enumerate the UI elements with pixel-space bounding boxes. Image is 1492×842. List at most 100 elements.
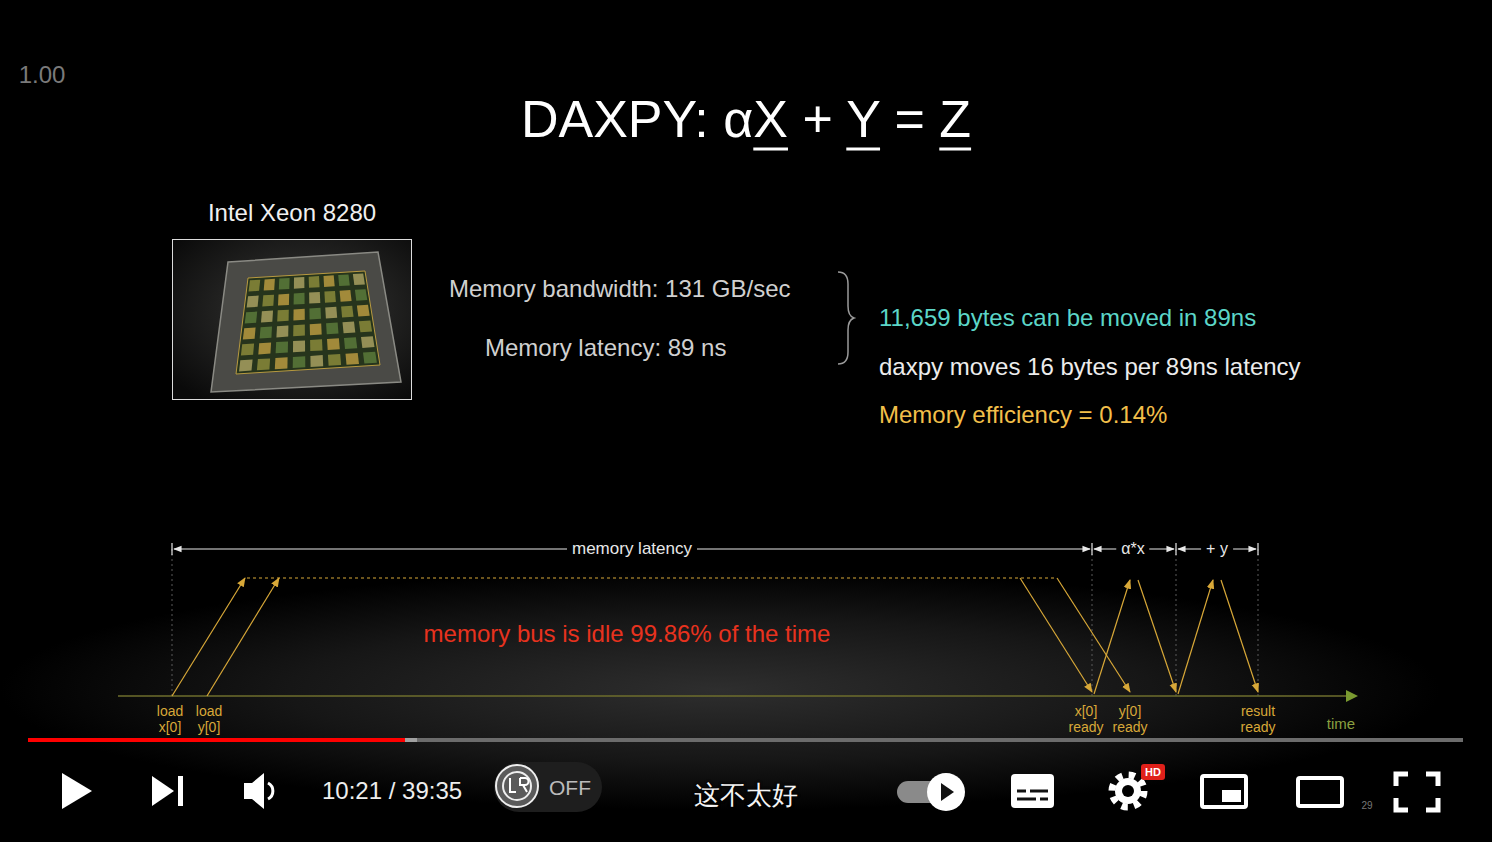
cpu-illustration: [328, 354, 341, 366]
highlight-note: memory bus is idle 99.86% of the time: [424, 620, 831, 648]
dimension-lines: [172, 543, 1258, 555]
cpu-illustration: [344, 337, 357, 349]
dimension-lines: [171, 543, 172, 555]
cpu-illustration: [236, 271, 380, 374]
slide-number: 29: [1361, 800, 1372, 812]
cpu-illustration: [359, 321, 372, 333]
time-axis: [118, 690, 1358, 702]
cpu-illustration: [276, 341, 288, 353]
subtitles-icon: [1011, 774, 1054, 808]
cpu-image-box: Intel Xeon 8280: [172, 239, 412, 400]
cpu-illustration: [249, 280, 261, 292]
cpu-illustration: [277, 310, 289, 322]
progress-bar: [405, 738, 417, 742]
timeline-guides: [172, 549, 173, 696]
memory-transfer-arrows: [1020, 578, 1092, 692]
extension-icon: [496, 765, 538, 807]
memory-transfer-arrows: [207, 578, 279, 696]
event-label: y[0] ready: [1112, 703, 1147, 735]
cpu-illustration: [327, 338, 340, 350]
timeline-guides: [1092, 549, 1093, 696]
axis-label: time: [1327, 715, 1355, 732]
subtitles-icon: [1017, 798, 1036, 801]
cpu-illustration: [293, 309, 304, 321]
extension-icon: [503, 772, 531, 800]
cpu-illustration: [326, 323, 338, 335]
subtitle: 这不太好: [694, 781, 798, 811]
cpu-illustration: [211, 252, 401, 392]
cpu-illustration: [257, 358, 270, 370]
memory-transfer-arrows: [172, 578, 245, 696]
event-label: x[0] ready: [1068, 703, 1103, 735]
memory-transfer-arrows: [1094, 580, 1130, 694]
memory-transfer-arrows: [247, 578, 1057, 579]
settings-icon: [1112, 775, 1144, 807]
event-label: load x[0]: [157, 703, 183, 735]
cpu-illustration: [309, 292, 320, 304]
title-underline: [753, 149, 971, 150]
cpu-illustration: [309, 276, 320, 288]
cpu-illustration: [247, 296, 259, 308]
player-controls: [62, 762, 1438, 812]
memory-transfer-arrows: [172, 578, 1258, 696]
cpu-illustration: [363, 352, 377, 364]
extension-icon: [510, 778, 529, 792]
next-icon: [152, 776, 174, 806]
autoplay-toggle: [927, 773, 965, 811]
subtitles-icon: [1017, 790, 1026, 793]
cpu-illustration: [262, 295, 274, 307]
cpu-illustration: [293, 325, 305, 337]
extension-pill: [494, 762, 602, 812]
timeline-guides: [1258, 549, 1259, 696]
memory-transfer-arrows: [1138, 580, 1176, 692]
dimension-lines: [1175, 543, 1176, 555]
cpu-illustration: [338, 274, 350, 286]
cpu-illustration: [346, 353, 360, 365]
result-text: 11,659 bytes can be moved in 89ns: [879, 304, 1256, 332]
cpu-illustration: [324, 275, 335, 287]
spec-text: Memory bandwidth: 131 GB/sec: [449, 275, 791, 303]
subtitles-icon: [1030, 790, 1048, 793]
cpu-illustration: [324, 291, 336, 303]
hd-badge: [1141, 764, 1165, 780]
cpu-illustration: [310, 355, 323, 367]
toggle-state: OFF: [549, 776, 591, 800]
play-icon: [62, 773, 92, 809]
progress-bar: [28, 738, 405, 742]
playback-speed: 1.00: [19, 61, 66, 89]
cpu-illustration: [293, 356, 306, 368]
cpu-illustration: [355, 289, 367, 301]
cpu-illustration: [310, 339, 322, 351]
miniplayer-icon: [1222, 790, 1241, 802]
subtitles-icon: [1017, 791, 1048, 799]
cpu-illustration: [260, 327, 272, 339]
cpu-illustration: [310, 324, 322, 336]
cpu-illustration: [264, 279, 275, 291]
event-label: load y[0]: [196, 703, 222, 735]
cpu-illustration: [245, 312, 258, 324]
progress-bar: [28, 738, 1463, 742]
cpu-illustration: [258, 343, 271, 355]
settings-icon: [1115, 778, 1141, 804]
fullscreen-icon: [1396, 774, 1438, 810]
cpu-illustration: [361, 336, 375, 348]
cpu-illustration: [309, 308, 321, 320]
cpu-illustration: [239, 360, 253, 372]
curly-brace: [838, 272, 854, 364]
cpu-illustration: [325, 307, 337, 319]
cpu-illustration: [243, 328, 256, 340]
time-axis: [118, 695, 1348, 696]
cpu-illustration: [294, 293, 305, 305]
cpu-illustration: [261, 311, 273, 323]
memory-transfer-arrows: [1057, 578, 1130, 692]
dimension-lines: [1091, 543, 1092, 555]
cpu-illustration: [275, 357, 288, 369]
volume-icon: [244, 773, 264, 809]
settings-icon: [1122, 785, 1134, 797]
dimension-label: α*x: [1116, 540, 1149, 558]
time-display: 10:21 / 39:35: [322, 777, 462, 805]
cpu-illustration: [173, 240, 411, 399]
result-text: Memory efficiency = 0.14%: [879, 401, 1167, 429]
